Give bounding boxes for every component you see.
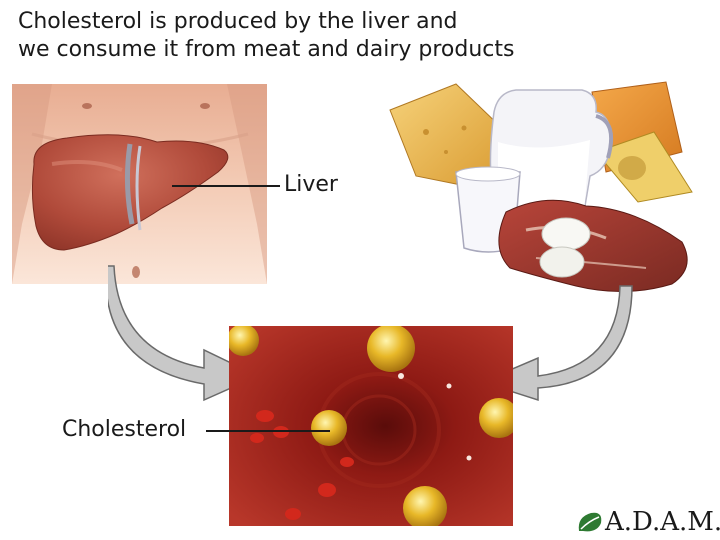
title-line-1: Cholesterol is produced by the liver and [18, 8, 618, 36]
adam-logo: A.D.A.M. [575, 508, 720, 536]
food-illustration [386, 72, 702, 304]
cholesterol-leader-line [206, 430, 330, 432]
meat-steak [499, 200, 687, 291]
title-line-2: we consume it from meat and dairy produc… [18, 36, 618, 64]
egg [542, 218, 590, 250]
blood-vessel-illustration [229, 326, 513, 526]
leaf-icon [575, 509, 605, 535]
torso-liver-illustration [12, 84, 267, 284]
liver-leader-line [172, 185, 280, 187]
adam-logo-text: A.D.A.M. [605, 507, 720, 537]
cholesterol-globule [311, 410, 347, 446]
cholesterol-label: Cholesterol [62, 417, 186, 442]
liver-label: Liver [284, 172, 338, 197]
egg-2 [540, 247, 584, 277]
cholesterol-globule [367, 326, 415, 372]
diagram-title: Cholesterol is produced by the liver and… [18, 8, 618, 64]
